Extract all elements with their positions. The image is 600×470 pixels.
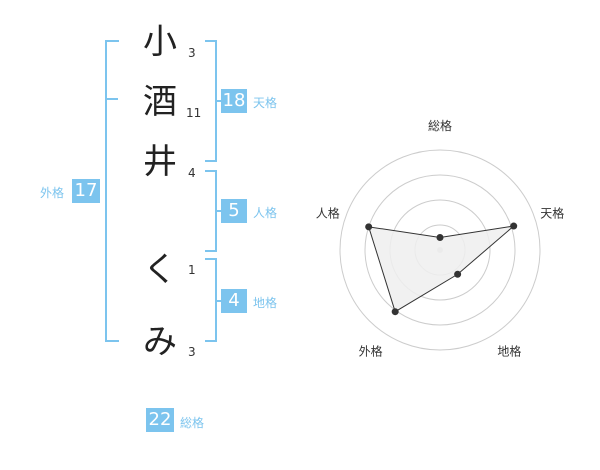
tenkaku-value: 18 [221, 89, 247, 113]
jinkaku-label: 人格 [253, 206, 278, 220]
tenkaku-bracket [205, 40, 217, 162]
chikaku-value: 4 [221, 289, 247, 313]
chikaku-bracket-tick [217, 300, 221, 302]
tenkaku-label: 天格 [253, 96, 278, 110]
gaikaku-bracket-mid-tick [105, 98, 118, 100]
chikaku-bracket [205, 258, 217, 342]
gaikaku-label: 外格 [40, 186, 65, 200]
radar-axis-label-2: 天格 [540, 206, 564, 221]
soukaku-label: 総格 [180, 416, 205, 430]
radar-point-4 [391, 308, 399, 316]
name-char-3: 井 [143, 142, 177, 182]
radar-point-5 [365, 223, 373, 231]
jinkaku-bracket-tick [217, 210, 221, 212]
stroke-count-5: 3 [188, 345, 196, 359]
stroke-count-4: 1 [188, 263, 196, 277]
radar-point-3 [454, 270, 462, 278]
radar-point-1 [436, 234, 444, 241]
name-char-2: 酒 [143, 82, 177, 122]
stroke-count-1: 3 [188, 46, 196, 60]
name-char-1: 小 [143, 22, 177, 62]
radar-ring-4 [339, 149, 541, 351]
radar-axis-label-4: 外格 [359, 343, 383, 358]
gaikaku-bracket [105, 40, 119, 342]
name-char-5: み [143, 322, 177, 362]
radar-ring-3 [364, 174, 516, 326]
radar-value-polygon [367, 225, 516, 313]
jinkaku-bracket [205, 170, 217, 252]
tenkaku-bracket-tick [217, 100, 221, 102]
gaikaku-value: 17 [72, 179, 100, 203]
radar-axis-label-3: 地格 [497, 343, 521, 358]
soukaku-value: 22 [146, 408, 174, 432]
radar-axis-label-5: 人格 [316, 206, 340, 221]
stroke-count-2: 11 [186, 106, 202, 120]
radar-axis-label-1: 総格 [428, 118, 452, 133]
jinkaku-value: 5 [221, 199, 247, 223]
stroke-count-3: 4 [188, 166, 196, 180]
radar-point-2 [510, 222, 518, 230]
chikaku-label: 地格 [253, 296, 278, 310]
name-char-4: く [143, 250, 177, 290]
